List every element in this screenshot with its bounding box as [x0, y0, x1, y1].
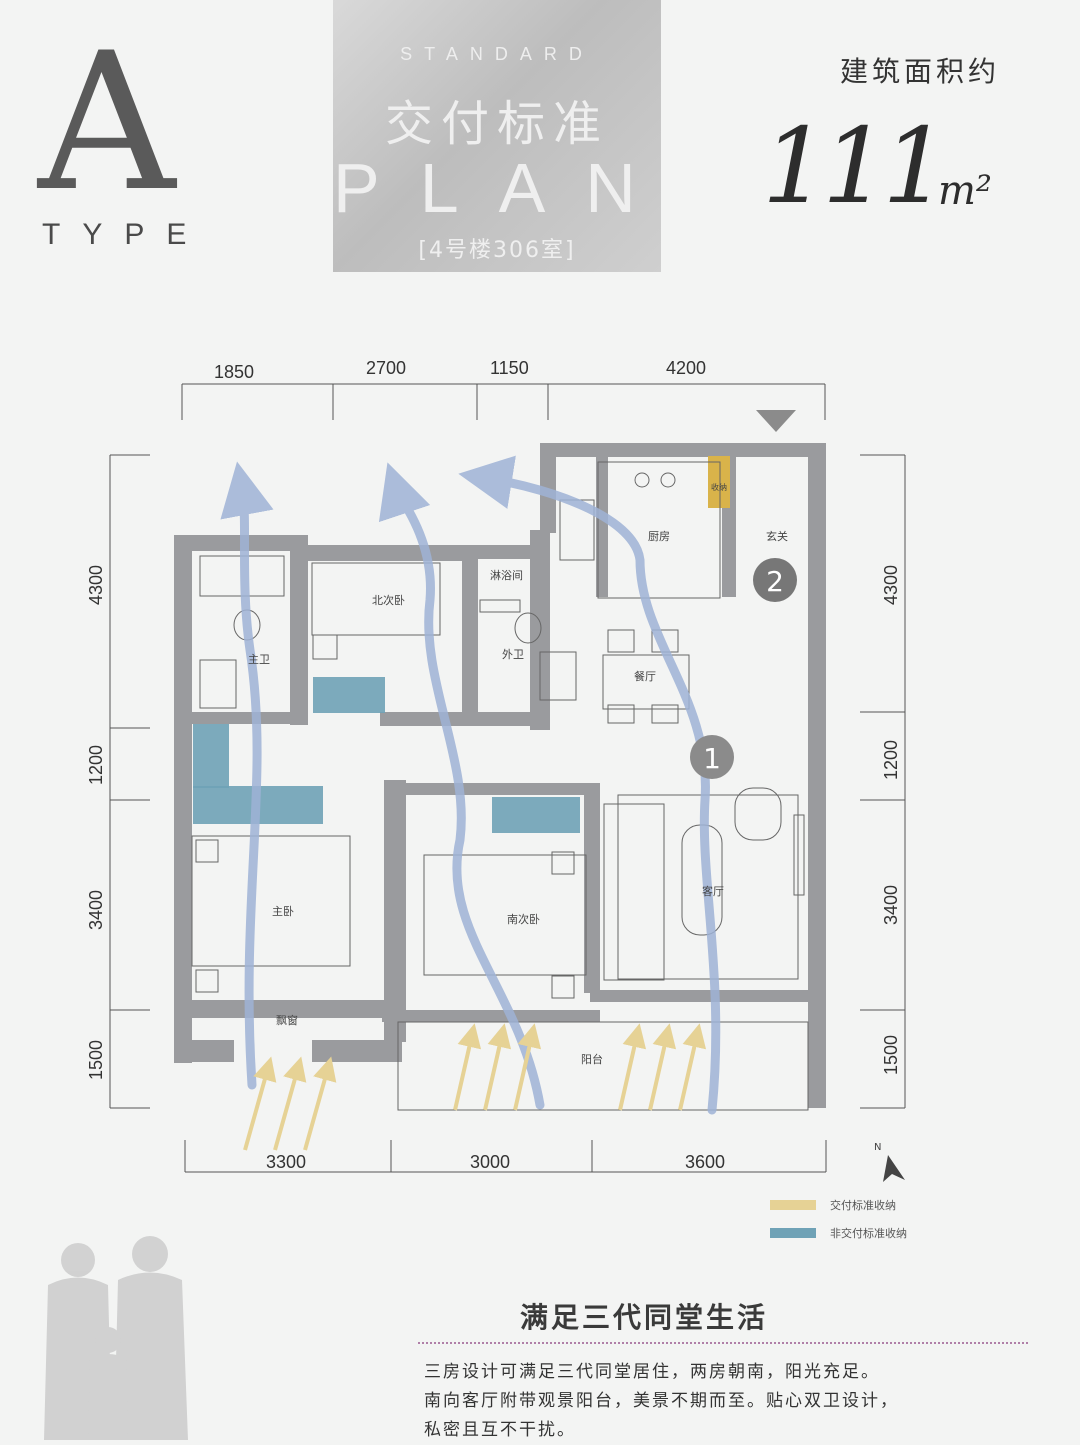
dim-left-1: 4300: [86, 565, 106, 605]
marker-1-label: 1: [703, 742, 721, 775]
room-number: [4号楼306室]: [418, 238, 576, 263]
label-guest-bath: 外卫: [502, 648, 524, 661]
dim-lines-bottom: [184, 1140, 827, 1173]
storage-yellow: [708, 456, 730, 508]
dim-top-4: 4200: [666, 358, 706, 378]
label-balcony: 阳台: [581, 1052, 603, 1066]
dim-lines-sides: [109, 454, 906, 1109]
airflow-arrows: [220, 455, 721, 1115]
family-silhouette-image: [44, 1236, 188, 1440]
description-line: 三房设计可满足三代同堂居住，两房朝南，阳光充足。: [424, 1362, 880, 1382]
marker-2-label: 2: [766, 565, 784, 598]
marker-1: [690, 735, 734, 779]
plan-title-box: STANDARD 交付标准 PLAN [4号楼306室]: [333, 0, 661, 272]
fixtures: [191, 461, 809, 1111]
legend-delivered: 交付标准收纳: [830, 1198, 896, 1212]
area-label: 建筑面积约: [840, 55, 1001, 88]
dim-top-2: 2700: [366, 358, 406, 378]
slogan: 满足三代同堂生活: [520, 1301, 769, 1334]
description-line: 南向客厅附带观景阳台，美景不期而至。贴心双卫设计，: [424, 1391, 899, 1411]
sun-arrows: [243, 1023, 707, 1151]
type-word: TYPE: [42, 218, 209, 251]
area-value: 111: [762, 105, 948, 227]
label-master-bath: 主卫: [248, 653, 270, 666]
label-bay-window: 飘窗: [276, 1013, 298, 1027]
label-storage: 收纳: [711, 482, 727, 492]
label-shower: 淋浴间: [490, 569, 523, 582]
standard-zh: 交付标准: [384, 96, 609, 152]
dim-left-4: 1500: [86, 1040, 106, 1080]
dim-bottom-1: 3300: [266, 1152, 306, 1172]
entry-triangle-icon: [756, 410, 796, 432]
dim-top-1: 1850: [214, 362, 254, 382]
label-south-bedroom: 南次卧: [507, 912, 540, 926]
dim-lines-top: [181, 383, 826, 420]
walls: [174, 443, 826, 1108]
label-dining: 餐厅: [634, 669, 656, 683]
legend-swatch-nondelivered: [770, 1228, 816, 1238]
label-kitchen: 厨房: [648, 530, 670, 543]
north-label: N: [874, 1142, 881, 1153]
legend-nondelivered: 非交付标准收纳: [830, 1226, 907, 1240]
description: 三房设计可满足三代同堂居住，两房朝南，阳光充足。 南向客厅附带观景阳台，美景不期…: [424, 1358, 1044, 1445]
plan-en: PLAN: [333, 149, 676, 227]
dim-bottom-2: 3000: [470, 1152, 510, 1172]
label-master-bedroom: 主卧: [272, 905, 294, 918]
description-line: 私密且互不干扰。: [424, 1420, 576, 1440]
dim-left-3: 3400: [86, 890, 106, 930]
standard-en: STANDARD: [400, 44, 594, 64]
dim-right-2: 1200: [881, 740, 901, 780]
type-letter: A: [38, 12, 176, 233]
divider: [418, 1342, 1028, 1344]
area-unit: m²: [938, 168, 992, 214]
north-arrow-icon: N: [874, 1142, 905, 1182]
dim-right-4: 1500: [881, 1035, 901, 1075]
legend-swatch-delivered: [770, 1200, 816, 1210]
dim-right-1: 4300: [881, 565, 901, 605]
label-north-bedroom: 北次卧: [372, 593, 405, 607]
dim-top-3: 1150: [490, 358, 529, 378]
dim-bottom-3: 3600: [685, 1152, 725, 1172]
label-living: 客厅: [702, 884, 724, 898]
dim-left-2: 1200: [86, 745, 106, 785]
marker-2: [753, 558, 797, 602]
label-entry: 玄关: [766, 529, 788, 543]
dim-right-3: 3400: [881, 885, 901, 925]
